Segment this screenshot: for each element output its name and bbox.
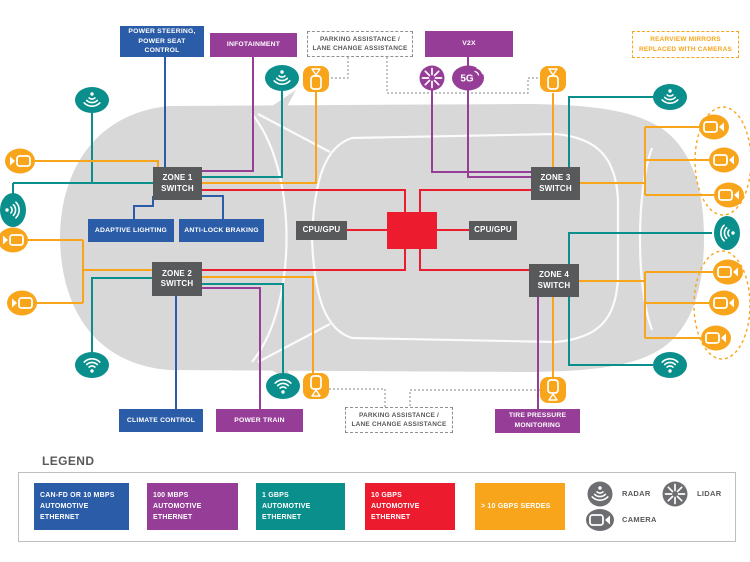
zone4-line1: ZONE 4 [538,270,570,280]
ethernet-lines-purple [202,57,539,409]
anti-lock-braking-box: ANTI-LOCK BRAKING [179,219,264,242]
ethernet-lines-blue [133,57,224,409]
zone1-line2: SWITCH [161,183,194,193]
camera-icon [709,290,739,316]
legend-chip-serdes: > 10 GBPS SERDES [475,483,565,530]
cpu-gpu-right-box: CPU/GPU [469,221,517,240]
ethernet-lines-teal [12,88,712,373]
camera-icon [5,148,35,174]
legend-label-lidar: LIDAR [697,489,722,498]
zone1-switch: ZONE 1 SWITCH [153,167,202,200]
serdes-sensor-icons [303,66,566,403]
dotted-connectors [326,57,541,407]
zone2-line1: ZONE 2 [161,268,193,278]
zone1-line1: ZONE 1 [162,173,193,183]
central-compute-box [387,212,437,249]
cpu-gpu-left-box: CPU/GPU [296,221,347,240]
zone3-line2: SWITCH [539,183,572,193]
camera-icon [713,259,743,285]
5g-icon: 5G [452,65,484,91]
zone3-switch: ZONE 3 SWITCH [531,167,580,200]
camera-icon [709,147,739,173]
radar-icon [265,65,299,91]
climate-control-box: CLIMATE CONTROL [119,409,203,432]
parking-assistance-note-bottom: PARKING ASSISTANCE / LANE CHANGE ASSISTA… [345,407,453,433]
camera-icon [701,325,731,351]
power-train-box: POWER TRAIN [216,409,303,432]
legend-chip-10gbps: 10 GBPS AUTOMOTIVE ETHERNET [365,483,455,530]
tire-pressure-box: TIRE PRESSURE MONITORING [495,409,580,433]
legend-camera-icon [586,509,614,531]
camera-icon [0,227,28,253]
legend-title: LEGEND [42,454,95,468]
zone3-line1: ZONE 3 [540,173,571,183]
radar-icon [653,84,687,110]
zone2-line2: SWITCH [160,279,194,288]
zone4-line2: SWITCH [537,280,571,290]
radar-icon-down-facing [75,352,109,378]
radar-icon-down-facing [266,373,300,399]
radar-icon [75,87,109,113]
serdes-sensor-icon [540,377,566,403]
camera-icons [0,114,744,351]
zone2-switch: ZONE 2 SWITCH [152,262,202,296]
serdes-sensor-icon [303,66,329,92]
legend-chip-100mbps: 100 MBPS AUTOMOTIVE ETHERNET [147,483,238,530]
legend-chip-1gbps: 1 GBPS AUTOMOTIVE ETHERNET [256,483,345,530]
serdes-sensor-icon [303,373,329,399]
ethernet-lines-red [202,189,531,271]
legend-label-radar: RADAR [622,489,651,498]
camera-icon [7,290,37,316]
legend-sensor-icons [586,481,688,531]
rearview-mirrors-note: REARVIEW MIRRORS REPLACED WITH CAMERAS [632,31,739,58]
power-steering-box: POWER STEERING, POWER SEAT CONTROL [120,26,204,57]
legend-label-camera: CAMERA [622,515,657,524]
legend-radar-icon [587,481,613,507]
radar-icon-left-facing [0,193,26,227]
car-detail-lines [251,113,654,363]
parking-assistance-note-top: PARKING ASSISTANCE / LANE CHANGE ASSISTA… [307,31,413,57]
5g-label: 5G [460,74,474,85]
infotainment-box: INFOTAINMENT [210,33,297,57]
zone4-switch: ZONE 4 SWITCH [529,264,579,297]
serdes-lines-yellow [27,92,714,377]
radar-icon-down-facing [653,352,687,378]
adaptive-lighting-box: ADAPTIVE LIGHTING [88,219,174,242]
legend-frame [18,472,736,542]
camera-icon [699,114,729,140]
v2x-box: V2X [425,31,513,57]
radar-icon-right-facing [714,216,740,250]
legend-lidar-icon [662,481,688,507]
serdes-sensor-icon [540,66,566,92]
radar-icons [0,65,740,399]
camera-icon [714,182,744,208]
lidar-icon [419,65,445,91]
legend-chip-canfd: CAN-FD OR 10 MBPS AUTOMOTIVE ETHERNET [34,483,129,530]
